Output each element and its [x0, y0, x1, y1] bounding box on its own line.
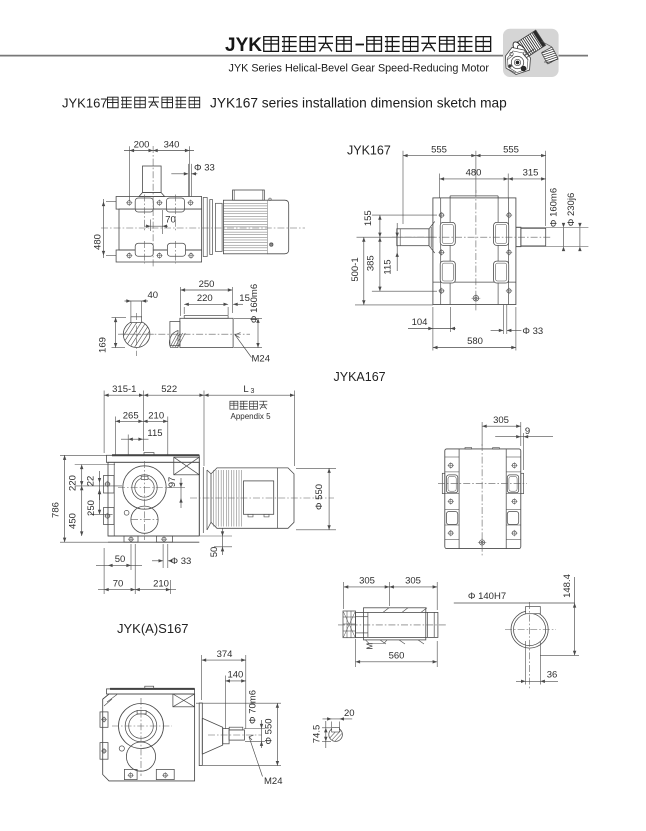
svg-text:JYK167 series installation dim: JYK167 series installation dimension ske… [210, 96, 507, 111]
svg-text:786: 786 [51, 502, 62, 518]
svg-text:3: 3 [251, 388, 255, 395]
svg-text:Φ 230j6: Φ 230j6 [566, 193, 577, 226]
svg-text:Φ 33: Φ 33 [171, 556, 192, 567]
svg-text:340: 340 [164, 139, 180, 150]
svg-text:385: 385 [366, 255, 377, 271]
svg-text:374: 374 [217, 649, 233, 660]
svg-text:15: 15 [239, 293, 250, 304]
svg-text:40: 40 [148, 290, 159, 301]
svg-text:220: 220 [68, 475, 79, 491]
svg-text:115: 115 [147, 428, 162, 439]
svg-text:JYK(A)S167: JYK(A)S167 [117, 621, 189, 636]
svg-text:22: 22 [86, 476, 97, 487]
svg-text:305: 305 [359, 576, 375, 587]
svg-text:169: 169 [98, 337, 109, 353]
svg-text:Φ 140H7: Φ 140H7 [468, 591, 506, 602]
svg-text:480: 480 [93, 234, 104, 250]
svg-text:M24: M24 [252, 354, 270, 365]
svg-text:115: 115 [383, 259, 394, 274]
svg-text:M: M [366, 643, 375, 650]
svg-text:50: 50 [115, 554, 126, 565]
svg-text:480: 480 [466, 168, 482, 179]
svg-text:555: 555 [431, 144, 447, 155]
svg-text:Φ 550: Φ 550 [314, 484, 325, 510]
svg-text:305: 305 [405, 576, 421, 587]
svg-text:JYK: JYK [225, 35, 262, 56]
svg-text:JYK167: JYK167 [347, 144, 391, 158]
svg-text:555: 555 [503, 144, 519, 155]
svg-text:155: 155 [363, 210, 374, 226]
svg-text:JYK167: JYK167 [62, 96, 108, 111]
svg-text:315-1: 315-1 [112, 384, 136, 395]
svg-text:JYKA167: JYKA167 [334, 370, 386, 384]
svg-text:148.4: 148.4 [562, 574, 573, 598]
svg-text:Φ 550: Φ 550 [263, 718, 274, 744]
svg-text:9: 9 [525, 426, 530, 437]
svg-text:97: 97 [167, 477, 178, 488]
svg-text:522: 522 [161, 384, 177, 395]
svg-text:20: 20 [344, 708, 355, 719]
svg-text:210: 210 [153, 578, 169, 589]
svg-text:Φ 70m6: Φ 70m6 [248, 690, 259, 724]
svg-text:Φ 160m6: Φ 160m6 [249, 284, 260, 323]
svg-text:500-1: 500-1 [350, 257, 361, 281]
svg-text:Appendix 5: Appendix 5 [230, 412, 271, 421]
svg-text:220: 220 [197, 293, 213, 304]
svg-text:Φ 33: Φ 33 [194, 162, 215, 173]
svg-text:305: 305 [493, 415, 509, 426]
svg-text:70: 70 [165, 214, 176, 225]
svg-text:200: 200 [134, 139, 150, 150]
svg-text:Φ 160m6: Φ 160m6 [548, 188, 559, 227]
svg-text:70: 70 [113, 578, 124, 589]
svg-text:140: 140 [227, 670, 243, 681]
svg-text:315: 315 [523, 168, 539, 179]
svg-text:L: L [243, 384, 248, 395]
svg-text:265: 265 [123, 410, 139, 421]
svg-text:210: 210 [148, 410, 164, 421]
svg-text:250: 250 [199, 279, 215, 290]
svg-text:M24: M24 [264, 776, 282, 787]
svg-text:36: 36 [547, 670, 558, 681]
svg-text:Φ 33: Φ 33 [522, 326, 543, 337]
svg-text:74.5: 74.5 [312, 725, 323, 744]
svg-text:50: 50 [209, 547, 220, 558]
svg-text:JYK Series Helical-Bevel Gear: JYK Series Helical-Bevel Gear Speed-Redu… [229, 63, 490, 75]
svg-text:580: 580 [467, 336, 483, 347]
svg-text:250: 250 [86, 500, 97, 516]
svg-text:104: 104 [412, 317, 428, 328]
svg-text:560: 560 [389, 651, 405, 662]
svg-text:450: 450 [68, 513, 79, 529]
